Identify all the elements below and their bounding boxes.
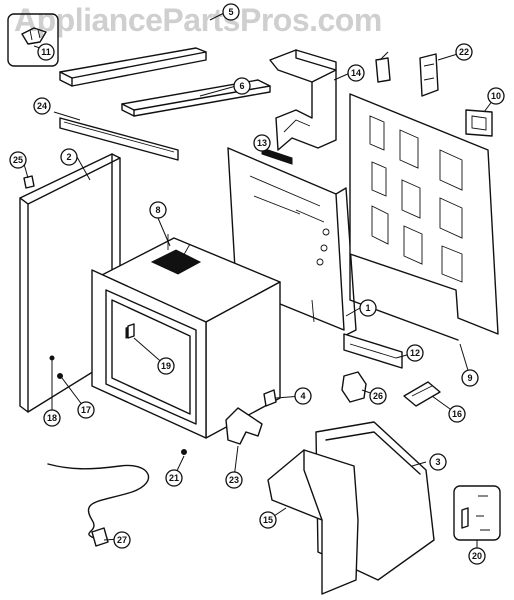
part-6-rail [121,79,271,117]
part-24-trim-bar [59,117,179,161]
svg-text:24: 24 [37,101,47,111]
part-15-blanket [267,449,359,595]
svg-text:14: 14 [351,68,361,78]
svg-text:20: 20 [472,551,482,561]
svg-text:2: 2 [66,152,71,162]
svg-text:22: 22 [459,47,469,57]
callout-19: 19 [157,357,175,375]
callout-1: 1 [359,299,377,317]
part-small-plate [375,57,391,83]
svg-text:23: 23 [229,475,239,485]
svg-text:4: 4 [300,391,305,401]
part-4-clip [263,389,277,407]
callout-13: 13 [253,134,271,152]
part-22-bracket [419,53,439,97]
callout-25: 25 [9,151,27,169]
watermark: AppliancePartsPros.com [14,2,382,38]
part-14-duct [269,49,337,151]
svg-text:1: 1 [365,303,370,313]
callout-22: 22 [455,43,473,61]
callout-12: 12 [406,344,424,362]
callout-24: 24 [33,97,51,115]
callout-9: 9 [461,369,479,387]
part-5-top-rail [59,47,207,87]
callout-5: 5 [222,3,240,21]
part-25-clip [23,175,35,189]
callout-23: 23 [225,471,243,489]
svg-text:12: 12 [410,348,420,358]
svg-text:26: 26 [373,391,383,401]
callout-2: 2 [60,148,78,166]
svg-text:21: 21 [169,473,179,483]
callout-11: 11 [37,43,55,61]
callout-16: 16 [448,405,466,423]
part-8-oven-cavity [91,234,281,439]
svg-text:10: 10 [491,91,501,101]
part-20-kit [453,485,501,541]
svg-text:13: 13 [257,138,267,148]
part-26-relay [341,371,367,403]
callout-20: 20 [468,547,486,565]
callout-26: 26 [369,387,387,405]
callout-15: 15 [259,511,277,529]
callout-27: 27 [113,531,131,549]
callout-17: 17 [77,401,95,419]
callout-3: 3 [429,453,447,471]
svg-text:9: 9 [467,373,472,383]
svg-text:19: 19 [161,361,171,371]
callout-14: 14 [347,64,365,82]
callout-8: 8 [149,201,167,219]
callout-21: 21 [165,469,183,487]
callout-4: 4 [294,387,312,405]
svg-text:3: 3 [435,457,440,467]
svg-text:8: 8 [155,205,160,215]
part-16-bracket [403,381,441,407]
svg-text:18: 18 [47,413,57,423]
svg-text:25: 25 [13,155,23,165]
svg-text:17: 17 [81,405,91,415]
part-23-hinge [225,407,263,445]
svg-text:5: 5 [228,7,233,17]
part-10-grommet [465,109,493,137]
part-2-side-trim [19,153,121,413]
part-12-channel [343,333,403,369]
parts-17-18-21-screws [49,355,187,455]
svg-text:27: 27 [117,535,127,545]
svg-text:6: 6 [239,81,244,91]
callout-18: 18 [43,409,61,427]
part-11-clip [7,13,59,67]
callout-6: 6 [233,77,251,95]
back-panel [349,93,499,341]
svg-text:16: 16 [452,409,462,419]
part-19-switch [127,323,135,339]
svg-text:15: 15 [263,515,273,525]
callout-10: 10 [487,87,505,105]
svg-text:11: 11 [41,47,51,57]
part-27-power-cord [47,463,150,547]
